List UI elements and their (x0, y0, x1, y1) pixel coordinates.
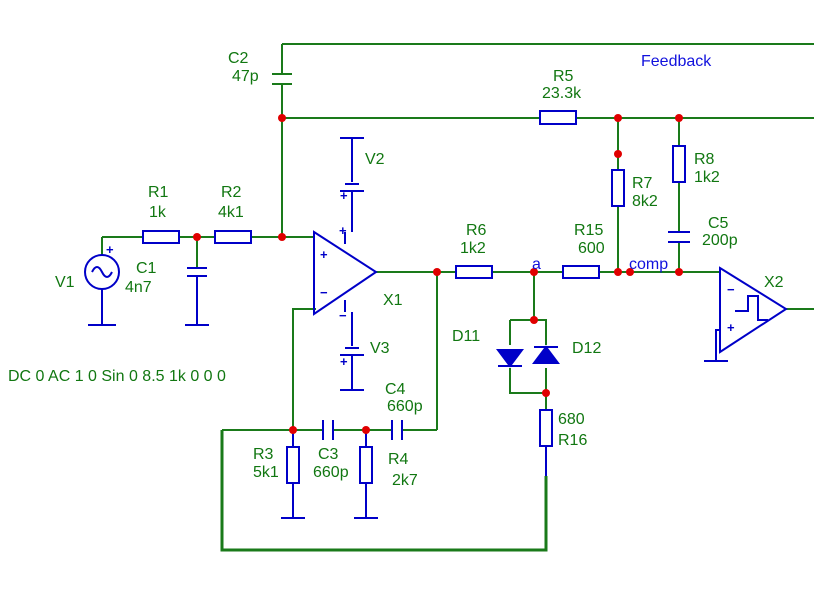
capacitor-c3 (322, 420, 334, 440)
resistor-r2 (214, 230, 252, 244)
c5-ref: C5 (708, 215, 729, 232)
svg-text:+: + (339, 223, 347, 238)
svg-text:+: + (106, 242, 114, 257)
c2-value: 47p (232, 68, 259, 85)
voltage-source-v1: + (84, 242, 120, 326)
r7-ref: R7 (632, 175, 653, 192)
r16-ref: R16 (558, 432, 587, 449)
junction-dots (193, 114, 683, 434)
r8-value: 1k2 (694, 169, 720, 186)
svg-text:+: + (340, 354, 348, 369)
d11-ref: D11 (452, 328, 480, 345)
v3-ref: V3 (370, 340, 390, 357)
x1-ref: X1 (383, 292, 403, 309)
r8-ref: R8 (694, 151, 715, 168)
r7-value: 8k2 (632, 193, 658, 210)
resistor-r16 (539, 409, 553, 447)
c4-ref: C4 (385, 381, 406, 398)
x2-ref: X2 (764, 274, 784, 291)
r5-ref: R5 (553, 68, 574, 85)
r1-value: 1k (149, 204, 167, 221)
capacitor-c1 (185, 267, 209, 326)
r3-ref: R3 (253, 446, 274, 463)
resistor-r7 (611, 169, 625, 207)
c3-ref: C3 (318, 446, 339, 463)
r4-value: 2k7 (392, 472, 418, 489)
r4-ref: R4 (388, 451, 409, 468)
c5-value: 200p (702, 232, 738, 249)
net-label-a: a (532, 256, 541, 273)
v1-ref: V1 (55, 274, 75, 291)
svg-text:+: + (320, 247, 328, 262)
r16-value: 680 (558, 411, 585, 428)
capacitor-c5 (668, 231, 690, 243)
v1-spec: DC 0 AC 1 0 Sin 0 8.5 1k 0 0 0 (8, 368, 226, 385)
resistor-r15 (562, 265, 600, 279)
comparator-x2: − + (704, 266, 788, 362)
resistor-r8 (672, 145, 686, 183)
svg-text:−: − (339, 308, 347, 323)
resistor-r5 (539, 110, 577, 125)
c3-value: 660p (313, 464, 349, 481)
d12-ref: D12 (572, 340, 601, 357)
svg-text:−: − (727, 282, 735, 297)
r6-ref: R6 (466, 222, 487, 239)
c2-ref: C2 (228, 50, 249, 67)
r1-ref: R1 (148, 184, 169, 201)
c4-value: 660p (387, 398, 423, 415)
c1-value: 4n7 (125, 279, 152, 296)
r5-value: 23.3k (542, 85, 582, 102)
r15-value: 600 (578, 240, 605, 257)
capacitor-c4 (391, 420, 403, 440)
diode-d12 (532, 345, 560, 364)
svg-text:+: + (340, 188, 348, 203)
wires (101, 43, 814, 552)
capacitor-c2 (272, 73, 292, 85)
battery-v2: + (340, 137, 364, 232)
svg-text:+: + (727, 320, 735, 335)
c1-ref: C1 (136, 260, 157, 277)
resistor-r3 (281, 430, 305, 519)
net-label-feedback: Feedback (641, 53, 712, 70)
resistor-r4 (354, 430, 378, 519)
r15-ref: R15 (574, 222, 603, 239)
r6-value: 1k2 (460, 240, 486, 257)
opamp-x1: + − + − (313, 223, 378, 323)
resistor-r6 (455, 265, 493, 279)
net-label-comp: comp (629, 256, 668, 273)
r2-value: 4k1 (218, 204, 244, 221)
resistor-r1 (142, 230, 180, 244)
r2-ref: R2 (221, 184, 242, 201)
svg-text:−: − (320, 285, 328, 300)
r3-value: 5k1 (253, 464, 279, 481)
diode-d11 (496, 349, 524, 368)
v2-ref: V2 (365, 151, 385, 168)
battery-v3: + (340, 312, 364, 391)
